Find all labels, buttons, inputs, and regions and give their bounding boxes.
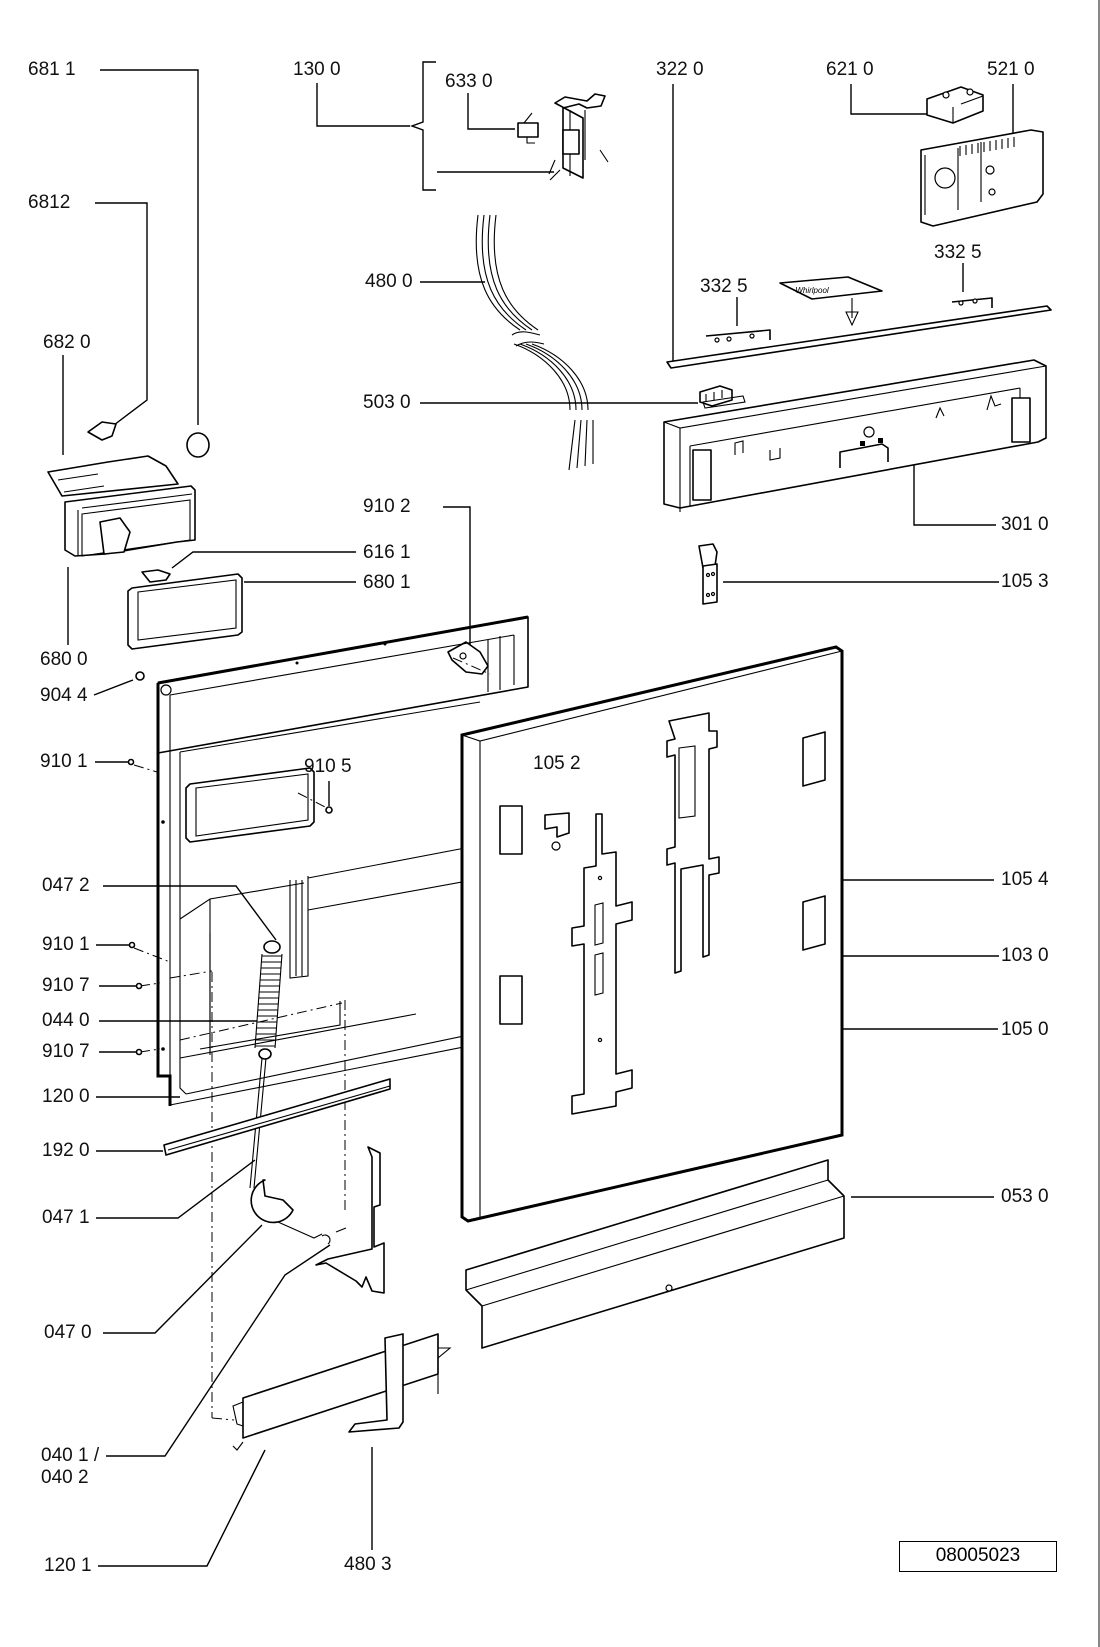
callout-047-0: 047 0 [44, 1322, 92, 1343]
callout-680-1: 680 1 [363, 572, 411, 593]
callout-130-0: 130 0 [293, 59, 341, 80]
leader-047-0 [103, 1224, 263, 1334]
page-edge [1098, 0, 1100, 1647]
mounting-bracket-part [698, 543, 718, 605]
callout-044-0: 044 0 [42, 1010, 90, 1031]
leader-633-0 [467, 93, 515, 130]
dispenser-gasket [127, 573, 243, 650]
whirlpool-logo-plate [779, 276, 883, 300]
callout-910-5: 910 5 [304, 756, 352, 777]
leader-120-1 [98, 1449, 266, 1567]
inner-door-part [156, 615, 576, 1106]
callout-521-0: 521 0 [987, 59, 1035, 80]
callout-680-0: 680 0 [40, 649, 88, 670]
dispenser-group [47, 421, 243, 650]
dispenser-lid-catch [87, 421, 117, 441]
dispenser-cover [47, 455, 179, 497]
leader-6812 [95, 202, 148, 429]
callout-053-0: 053 0 [1001, 1186, 1049, 1207]
cable-guide-bracket-part [348, 1333, 404, 1433]
outer-door-part [460, 645, 844, 1223]
door-lock-part [517, 93, 609, 181]
dispenser-latch [141, 569, 171, 583]
screw-910-1-b [128, 941, 136, 949]
leader-301-0 [913, 458, 996, 526]
leader-910-2 [443, 506, 471, 648]
leader-621-0 [850, 84, 930, 115]
wiring-harness-part [475, 214, 594, 471]
group-bracket [409, 61, 436, 191]
connector-part [699, 385, 733, 407]
callout-621-0: 621 0 [826, 59, 874, 80]
door-hinge [315, 1146, 385, 1294]
callout-616-1: 616 1 [363, 542, 411, 563]
bottom-trim-part [232, 1333, 452, 1451]
spring-mechanism [249, 940, 385, 1294]
upper-mounting-rail [666, 712, 720, 974]
lower-mounting-rail [571, 813, 633, 1115]
drawing-reference-number: 08005023 [899, 1541, 1057, 1572]
callout-120-1: 120 1 [44, 1555, 92, 1576]
round-button [186, 432, 210, 458]
callout-192-0: 192 0 [42, 1140, 90, 1161]
electronic-module-part [926, 86, 984, 124]
callout-910-1-a: 910 1 [40, 751, 88, 772]
callout-322-0: 322 0 [656, 59, 704, 80]
callout-105-0: 105 0 [1001, 1019, 1049, 1040]
leader-130-0 [316, 83, 410, 127]
pulley [250, 1179, 294, 1224]
callout-301-0: 301 0 [1001, 514, 1049, 535]
screw-910-5 [325, 806, 333, 814]
callout-904-4: 904 4 [40, 685, 88, 706]
callout-332-5-right: 332 5 [934, 242, 982, 263]
callout-910-2: 910 2 [363, 496, 411, 517]
callout-480-0: 480 0 [365, 271, 413, 292]
callout-105-2: 105 2 [533, 753, 581, 774]
callout-105-4: 105 4 [1001, 869, 1049, 890]
callout-910-7-a: 910 7 [42, 975, 90, 996]
trim-strip-part: Whirlpool [666, 276, 1052, 369]
control-panel-housing-part [663, 359, 1047, 512]
callout-633-0: 633 0 [445, 71, 493, 92]
callout-910-7-b: 910 7 [42, 1041, 90, 1062]
fixing-clip [544, 812, 570, 838]
leader-616-1 [171, 551, 356, 569]
control-board-part [920, 129, 1044, 227]
callout-120-0: 120 0 [42, 1086, 90, 1107]
callout-503-0: 503 0 [363, 392, 411, 413]
callout-6812: 6812 [28, 192, 71, 213]
callout-332-5-left: 332 5 [700, 276, 748, 297]
leader-047-2 [103, 885, 277, 941]
callout-105-3: 105 3 [1001, 571, 1049, 592]
callout-040-2: 040 2 [41, 1467, 89, 1488]
callout-910-1-b: 910 1 [42, 934, 90, 955]
kick-plate-part [465, 1159, 845, 1349]
callout-047-2: 047 2 [42, 875, 90, 896]
callout-103-0: 103 0 [1001, 945, 1049, 966]
hinge-plate-part [447, 641, 489, 675]
whirlpool-logo-text: Whirlpool [795, 286, 829, 295]
callout-040-1: 040 1 / [41, 1445, 100, 1466]
nut-904-4 [135, 671, 145, 681]
screw-910-1-a [127, 758, 135, 766]
callout-047-1: 047 1 [42, 1207, 90, 1228]
screw-910-7-a [135, 982, 143, 990]
callout-682-0: 682 0 [43, 332, 91, 353]
callout-480-3: 480 3 [344, 1554, 392, 1575]
screws [127, 671, 333, 1056]
seal-strip-part [163, 1078, 391, 1156]
leader-904-4 [93, 679, 134, 696]
door-spring [254, 953, 283, 1049]
leader-681-1 [100, 69, 199, 425]
leader-047-1 [96, 1159, 256, 1219]
screw-910-7-b [135, 1048, 143, 1056]
callout-681-1: 681 1 [28, 59, 76, 80]
leader-040-1 [106, 1244, 331, 1457]
